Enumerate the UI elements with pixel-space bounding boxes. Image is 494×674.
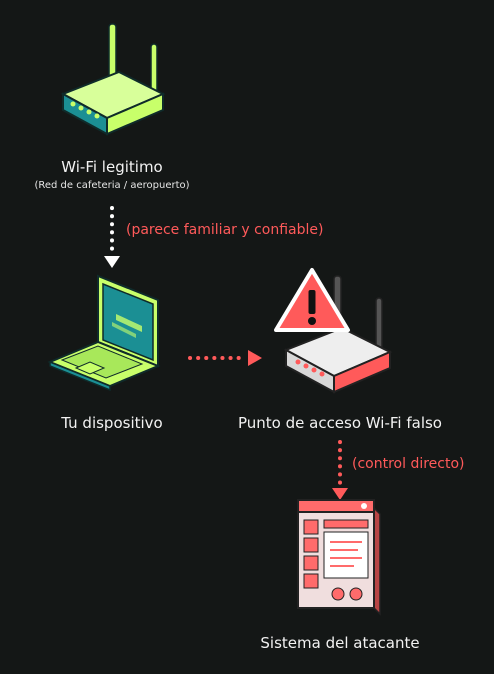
arrow-legit-to-device — [104, 206, 120, 268]
device-title: Tu dispositivo — [61, 414, 163, 432]
legit-router-subtitle: (Red de cafeteria / aeropuerto) — [34, 180, 190, 191]
attacker-title: Sistema del atacante — [260, 634, 420, 652]
laptop-icon — [47, 274, 161, 392]
edge-label-legit-to-device: (parece familiar y confiable) — [126, 222, 324, 238]
router-icon — [60, 23, 166, 136]
fake-ap-title: Punto de acceso Wi-Fi falso — [237, 414, 442, 432]
legit-router-title: Wi-Fi legitimo — [61, 158, 163, 176]
edge-label-fake-ap-to-attacker: (control directo) — [352, 456, 465, 472]
attacker-system-icon — [297, 499, 381, 616]
arrow-device-to-fake-ap — [188, 350, 262, 366]
arrow-fake-ap-to-attacker — [332, 440, 348, 500]
warning-router-icon — [274, 268, 393, 394]
